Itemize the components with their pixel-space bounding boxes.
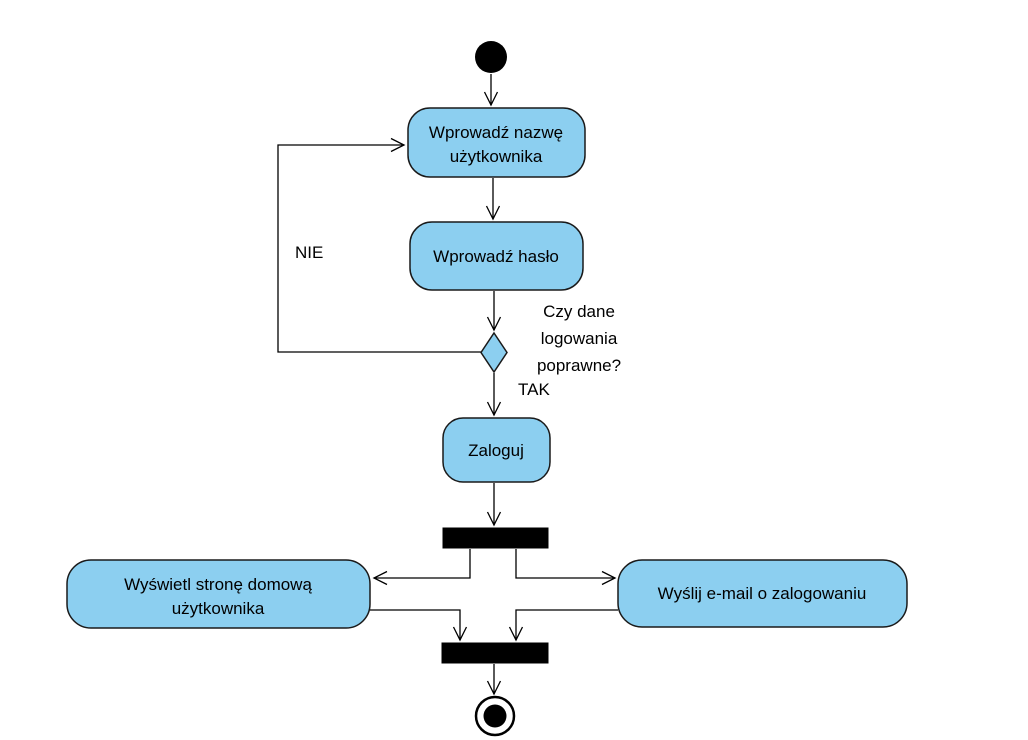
activity-send-email: Wyślij e-mail o zalogowaniu	[617, 559, 908, 628]
activity-enter-password-label: Wprowadź hasło	[433, 247, 559, 266]
activity-show-homepage-shape	[66, 559, 371, 629]
activity-show-homepage-label-line1: Wyświetl stronę domową	[124, 575, 312, 594]
edge-label-yes: TAK	[518, 380, 550, 399]
final-node	[474, 695, 516, 737]
activity-enter-username-label-line1: Wprowadź nazwę	[429, 123, 563, 142]
flow-decision-loop-no	[277, 137, 483, 353]
activity-show-homepage-label-line2: użytkownika	[172, 599, 265, 618]
decision-question-line2: logowania	[541, 329, 618, 348]
fork-bar	[442, 527, 549, 549]
activity-enter-username-label-line2: użytkownika	[450, 147, 543, 166]
activity-enter-username: Wprowadź nazwę użytkownika	[407, 107, 586, 178]
final-node-inner-dot	[483, 704, 507, 728]
initial-node	[475, 41, 507, 73]
activity-login-label: Zaloguj	[468, 441, 524, 460]
activity-send-email-label: Wyślij e-mail o zalogowaniu	[658, 584, 867, 603]
join-bar	[441, 642, 549, 664]
decision-node: Czy dane logowania poprawne?	[480, 302, 621, 375]
activity-show-homepage: Wyświetl stronę domową użytkownika	[66, 559, 371, 629]
activity-send-email-shape	[617, 559, 908, 628]
flow-send-email-to-join	[508, 609, 618, 642]
decision-diamond	[480, 331, 508, 374]
flow-fork-to-show-homepage	[372, 549, 471, 586]
activity-login-shape	[442, 417, 551, 483]
flow-show-homepage-to-join	[370, 609, 468, 642]
activity-login: Zaloguj	[442, 417, 551, 483]
edge-label-no: NIE	[295, 243, 323, 262]
control-flow-edges	[277, 74, 618, 696]
decision-question-line3: poprawne?	[537, 356, 621, 375]
flow-fork-to-send-email	[515, 549, 617, 586]
activity-enter-password-shape	[409, 221, 584, 291]
activity-enter-password: Wprowadź hasło	[409, 221, 584, 291]
activity-enter-username-shape	[407, 107, 586, 178]
decision-question-line1: Czy dane	[543, 302, 615, 321]
